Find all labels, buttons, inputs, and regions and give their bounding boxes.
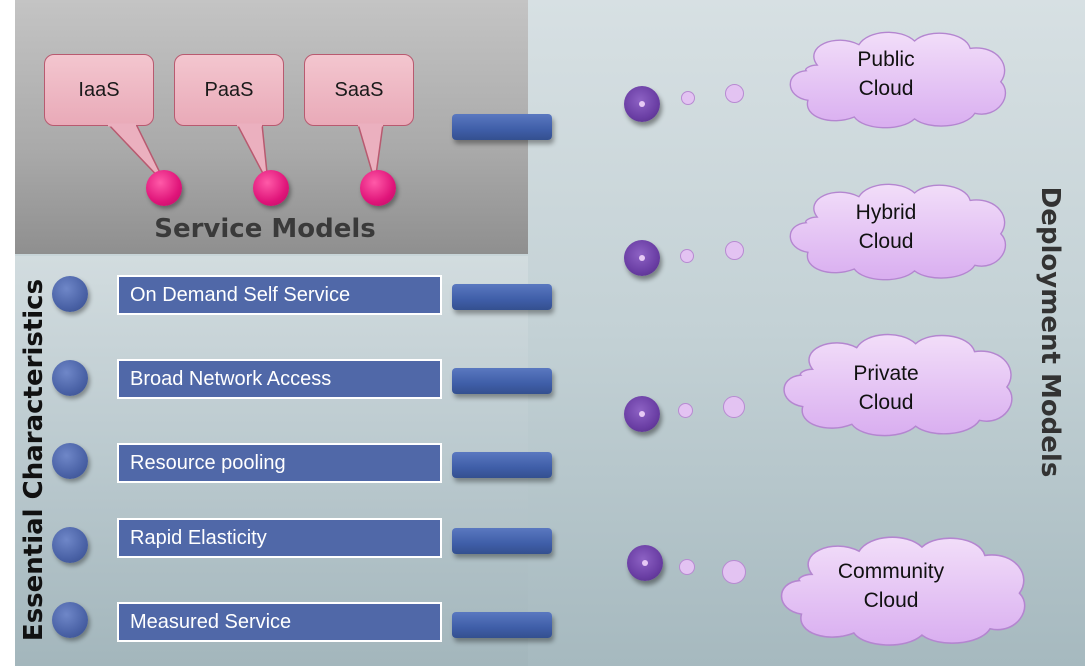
cloud-label-line1: Public — [857, 48, 915, 71]
characteristic-connector — [452, 612, 552, 638]
characteristic-label: Broad Network Access — [130, 367, 332, 390]
deployment-node-private — [624, 396, 660, 432]
cloud-hybrid-label: Hybrid Cloud — [786, 198, 986, 256]
thought-bubble-small — [681, 91, 695, 105]
thought-bubble-medium — [725, 241, 744, 260]
characteristic-label: Resource pooling — [130, 451, 286, 474]
characteristic-rapid-elasticity: Rapid Elasticity — [117, 518, 442, 558]
cloud-label-line1: Private — [853, 362, 919, 385]
service-model-node-saas — [360, 170, 396, 206]
characteristic-broad-network-access: Broad Network Access — [117, 359, 442, 399]
deployment-node-public — [624, 86, 660, 122]
service-model-iaas: IaaS — [44, 54, 154, 126]
cloud-private-label: Private Cloud — [786, 359, 986, 417]
cloud-label-line2: Cloud — [863, 589, 919, 612]
node-core — [639, 255, 645, 261]
characteristic-resource-pooling: Resource pooling — [117, 443, 442, 483]
service-models-title: Service Models — [154, 214, 376, 244]
service-model-label: IaaS — [78, 78, 120, 101]
cloud-label-line1: Community — [837, 560, 945, 583]
characteristic-node — [52, 360, 88, 396]
characteristic-connector — [452, 452, 552, 478]
thought-bubble-medium — [725, 84, 744, 103]
deployment-node-community — [627, 545, 663, 581]
callout-tail-overlay — [108, 123, 383, 127]
characteristic-label: Measured Service — [130, 610, 292, 633]
service-models-connector — [452, 114, 552, 140]
cloud-label-line2: Cloud — [858, 230, 914, 253]
thought-bubble-medium — [723, 396, 745, 418]
node-core — [639, 101, 645, 107]
characteristic-node — [52, 602, 88, 638]
characteristic-node — [52, 443, 88, 479]
service-model-paas: PaaS — [174, 54, 284, 126]
deployment-node-hybrid — [624, 240, 660, 276]
characteristic-connector — [452, 284, 552, 310]
characteristic-connector — [452, 528, 552, 554]
cloud-label-line2: Cloud — [858, 77, 914, 100]
thought-bubble-small — [680, 249, 694, 263]
cloud-label-line2: Cloud — [858, 391, 914, 414]
thought-bubble-small — [678, 403, 693, 418]
thought-bubble-small — [679, 559, 695, 575]
characteristic-label: Rapid Elasticity — [130, 526, 267, 549]
characteristic-label: On Demand Self Service — [130, 283, 351, 306]
essential-characteristics-title: Essential Characteristics — [19, 278, 49, 642]
service-model-node-paas — [253, 170, 289, 206]
characteristic-node — [52, 527, 88, 563]
service-models-panel — [15, 0, 528, 254]
service-model-label: SaaS — [334, 78, 384, 101]
deployment-models-title: Deployment Models — [1035, 186, 1065, 478]
thought-bubble-medium — [722, 560, 746, 584]
callout-tail-iaas — [106, 123, 384, 186]
cloud-community-label: Community Cloud — [791, 557, 991, 615]
cloud-label-line1: Hybrid — [855, 201, 917, 224]
node-core — [639, 411, 645, 417]
characteristic-on-demand-self-service: On Demand Self Service — [117, 275, 442, 315]
characteristic-measured-service: Measured Service — [117, 602, 442, 642]
service-model-label: PaaS — [204, 78, 254, 101]
node-core — [642, 560, 648, 566]
service-model-saas: SaaS — [304, 54, 414, 126]
characteristic-connector — [452, 368, 552, 394]
cloud-public-label: Public Cloud — [786, 45, 986, 103]
service-model-node-iaas — [146, 170, 182, 206]
characteristic-node — [52, 276, 88, 312]
